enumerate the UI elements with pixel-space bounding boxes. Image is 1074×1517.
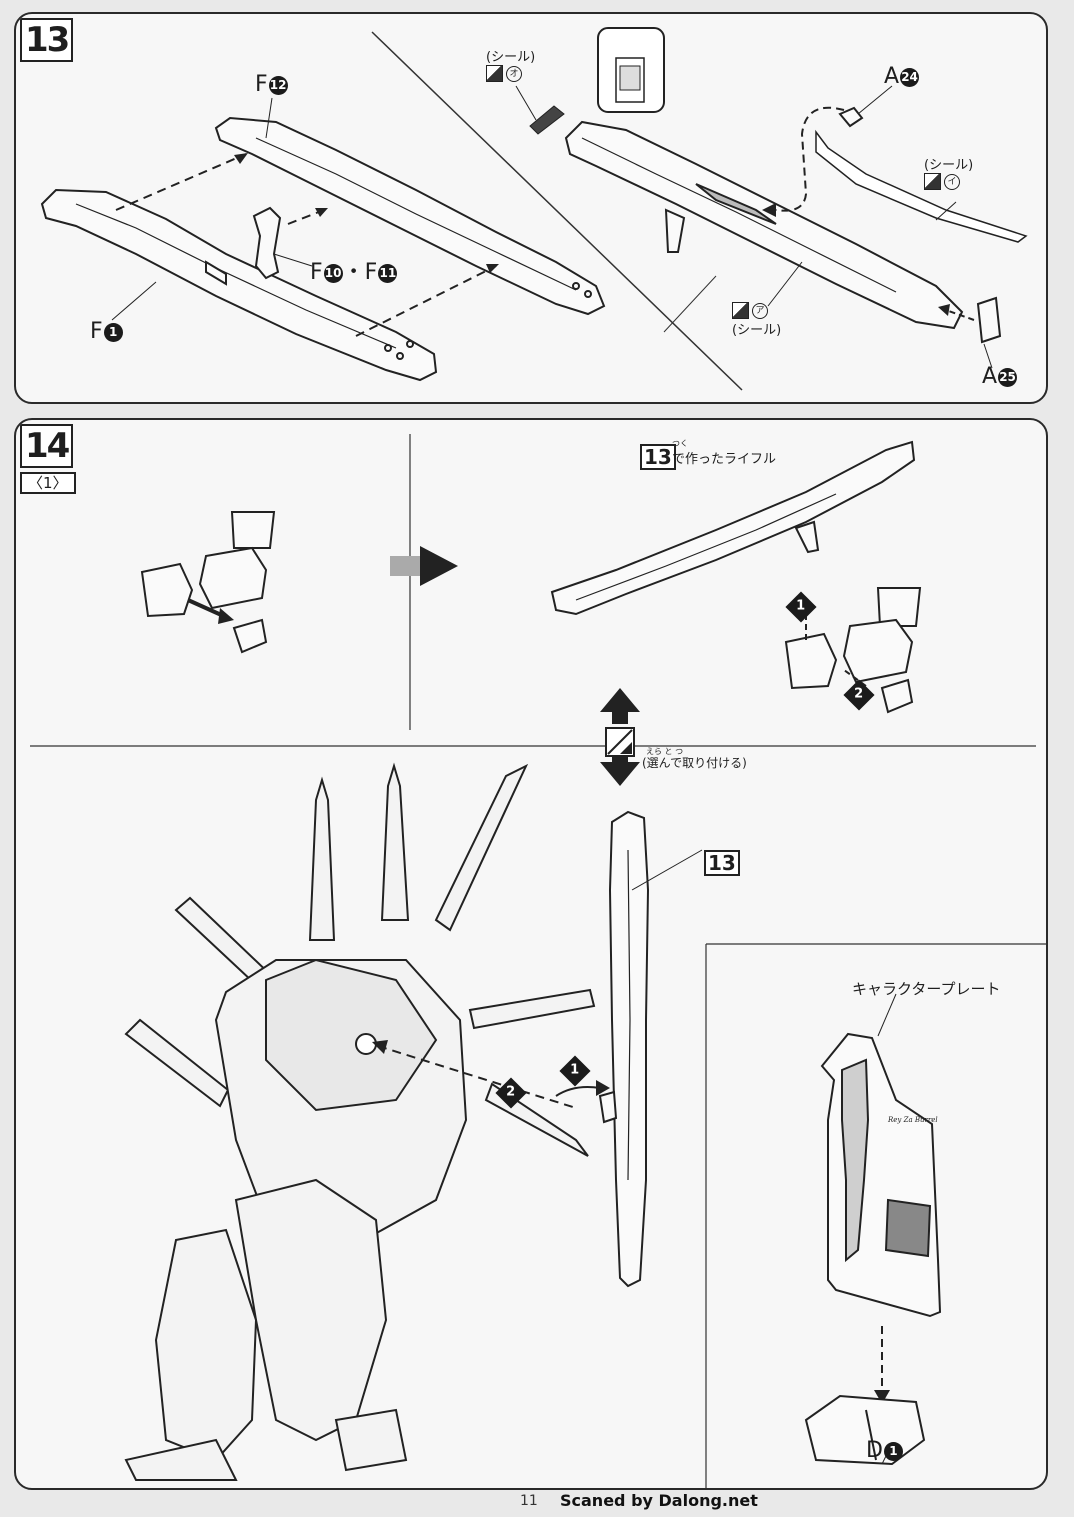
choose-furigana: えら と つ	[646, 747, 684, 756]
sticker-mark: ア	[752, 302, 768, 319]
part-letter: F	[255, 72, 268, 97]
step-13-illustration	[40, 27, 1028, 391]
character-plate-label: キャラクタープレート	[852, 980, 1001, 998]
grip-piece	[252, 206, 282, 280]
sticker-caption: (シール)	[732, 323, 782, 338]
sticker-strip-i	[815, 129, 1028, 243]
part-letter: F	[364, 260, 378, 285]
part-number-disc: 12	[268, 75, 288, 95]
rifle-vertical	[598, 810, 650, 1288]
sticker-caption: (シール)	[486, 50, 536, 65]
sticker-i-label: (シール) イ	[924, 154, 973, 190]
part-number-disc: 10	[323, 263, 343, 283]
sticker-mark: イ	[944, 173, 960, 190]
part-number-disc: 11	[378, 263, 398, 283]
badge-number: 2	[854, 686, 864, 702]
badge-number: 2	[506, 1084, 516, 1100]
step-14-illustration	[30, 434, 1046, 1488]
step-number: 13	[20, 18, 74, 62]
joiner: ・	[342, 260, 365, 285]
part-a24	[838, 106, 864, 128]
part-letter: D	[866, 1438, 883, 1463]
plate-name: Rey Za Burrel	[888, 1116, 938, 1124]
badge-number: 1	[796, 598, 806, 614]
part-number-disc: 1	[103, 322, 123, 342]
substep-label: 〈1〉	[20, 472, 76, 494]
step-14-panel: 14 〈1〉	[14, 418, 1048, 1490]
sticker-icon	[732, 302, 749, 319]
rifle-13-finished	[550, 440, 916, 616]
plate-stand-d1	[804, 1394, 926, 1466]
part-a25	[976, 296, 1002, 344]
rifle-furigana: つく	[672, 439, 688, 448]
step-13-panel: 13	[14, 12, 1048, 404]
sticker-caption: (シール)	[924, 158, 974, 173]
rifle-ref-box: 13	[640, 444, 676, 470]
sticker-a-label: ア (シール)	[732, 302, 781, 338]
part-letter: F	[310, 260, 323, 285]
mobile-suit-figure	[124, 762, 596, 1481]
rifle-caption: で作ったライフル	[672, 452, 777, 467]
part-letter: A	[982, 364, 998, 389]
assembled-rifle-13	[564, 120, 964, 330]
hand-removal	[140, 511, 276, 654]
character-plate	[820, 1032, 942, 1318]
part-letter: A	[884, 64, 900, 89]
badge-number: 1	[570, 1062, 580, 1078]
sticker-o-label: (シール) オ	[486, 46, 535, 82]
page-number: 11	[520, 1493, 538, 1509]
page-footer: 11 Scaned by Dalong.net	[0, 1490, 1074, 1517]
sticker-icon	[924, 173, 941, 190]
scan-credit: Scaned by Dalong.net	[560, 1491, 758, 1510]
step-number: 14	[20, 424, 74, 468]
rifle-half-f1	[40, 188, 438, 382]
hand-with-rifle	[784, 587, 922, 714]
rifle-ref-box-2: 13	[704, 850, 740, 876]
sticker-icon	[486, 65, 503, 82]
choose-caption: (選んで取り付ける)	[642, 756, 747, 770]
part-letter: F	[90, 319, 103, 344]
part-number-disc: 25	[998, 367, 1018, 387]
rifle-half-f12	[214, 116, 606, 316]
part-number-disc: 24	[900, 67, 920, 87]
part-number-disc: 1	[883, 1441, 903, 1461]
sticker-mark: オ	[506, 65, 522, 82]
